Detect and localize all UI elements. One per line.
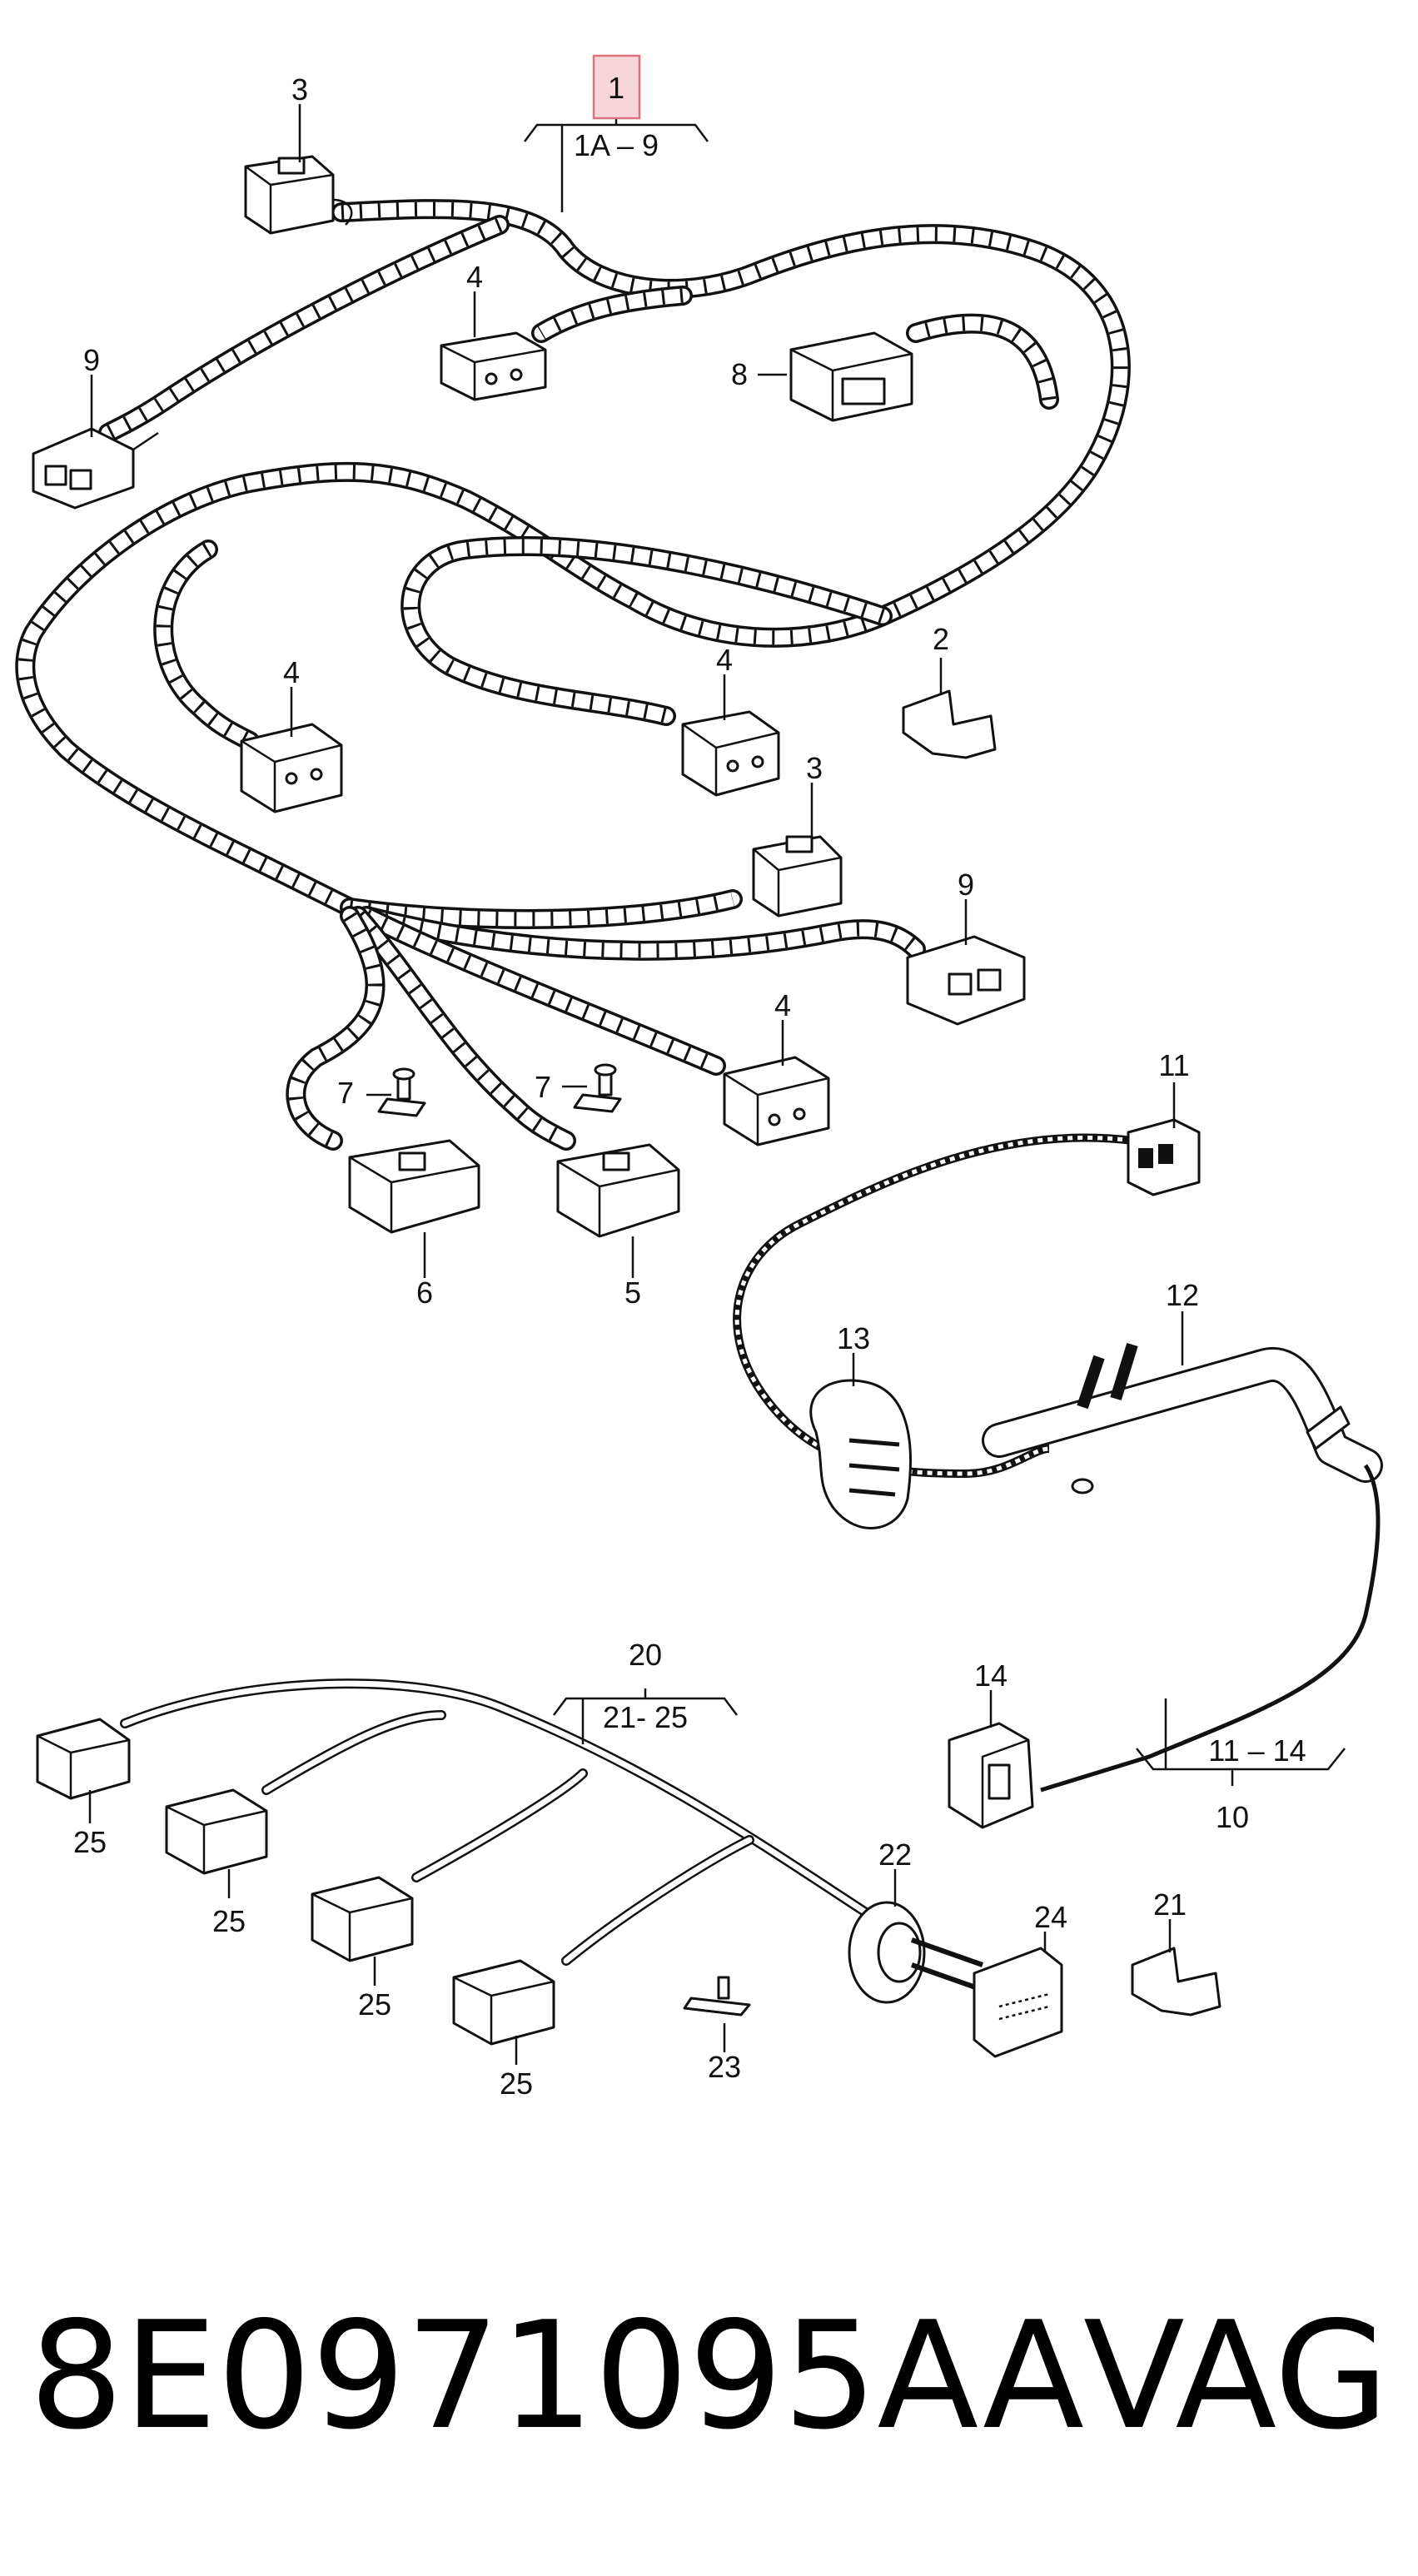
group-label-1: 1A – 9 (574, 128, 659, 162)
part-number: 8E0971095AA (29, 2290, 1084, 2462)
callout-12: 12 (1166, 1278, 1199, 1312)
callout-25-d: 25 (500, 2066, 533, 2101)
callout-5: 5 (624, 1276, 641, 1310)
grommet-13 (809, 1379, 912, 1529)
group-label-10: 10 (1216, 1800, 1249, 1834)
connector-25-a (36, 1718, 131, 1800)
callout-11: 11 (1158, 1048, 1189, 1082)
callout-4-lower: 4 (774, 988, 791, 1022)
connector-4-right (681, 710, 780, 797)
connector-3-top (244, 155, 353, 235)
clip-7b (573, 1063, 622, 1113)
callout-1-highlighted: 1 (608, 71, 624, 105)
harness-1 (15, 199, 1131, 1151)
harness-20 (120, 1678, 888, 1966)
connector-4-left (240, 723, 343, 813)
callout-21: 21 (1153, 1887, 1187, 1922)
harness-10 (733, 1133, 1383, 1793)
callout-23: 23 (708, 2050, 741, 2084)
connector-6 (348, 1139, 480, 1234)
callout-9-top: 9 (83, 343, 100, 377)
connector-5 (556, 1143, 680, 1238)
callout-4-top: 4 (466, 260, 483, 294)
group-label-20: 20 (629, 1638, 662, 1672)
connector-24 (973, 1947, 1063, 2058)
callout-24: 24 (1034, 1900, 1067, 1934)
callout-7-b: 7 (535, 1070, 551, 1104)
callout-4-left: 4 (283, 655, 300, 689)
callout-7-a: 7 (337, 1076, 354, 1110)
clip-23 (683, 1976, 751, 2017)
callout-25-a: 25 (73, 1825, 107, 1859)
connector-25-d (452, 1959, 555, 2046)
group-label-20-range: 21- 25 (603, 1700, 688, 1734)
connector-4-top (440, 331, 547, 401)
connector-11 (1127, 1118, 1201, 1196)
group-label-10-range: 11 – 14 (1208, 1733, 1306, 1768)
callout-22: 22 (878, 1838, 912, 1872)
brand-name: VAG (1083, 2290, 1389, 2462)
callout-4-right: 4 (716, 643, 733, 677)
callout-3-top: 3 (291, 72, 308, 107)
callout-14: 14 (974, 1658, 1008, 1693)
grommet-22 (848, 1901, 983, 2004)
connector-25-c (311, 1876, 414, 1962)
callout-9-mid: 9 (958, 868, 974, 902)
callout-2: 2 (933, 622, 949, 656)
connector-3-mid (752, 835, 843, 918)
clip-7a (377, 1067, 426, 1117)
connector-14 (948, 1722, 1034, 1829)
callout-25-b: 25 (212, 1904, 246, 1938)
holder-21 (1131, 1947, 1221, 2017)
callout-8: 8 (731, 357, 748, 391)
callout-6: 6 (416, 1276, 433, 1310)
callout-3-mid: 3 (806, 751, 823, 785)
connector-25-b (165, 1788, 268, 1875)
connector-9-mid (906, 935, 1026, 1026)
holder-2 (902, 689, 997, 759)
callout-25-c: 25 (358, 1987, 391, 2022)
connector-4-lower (723, 1056, 830, 1146)
highlight-box (592, 54, 641, 120)
leader-lines (88, 104, 1346, 2065)
connector-9-top (32, 427, 159, 510)
callout-13: 13 (837, 1321, 870, 1355)
connector-8 (789, 331, 913, 422)
